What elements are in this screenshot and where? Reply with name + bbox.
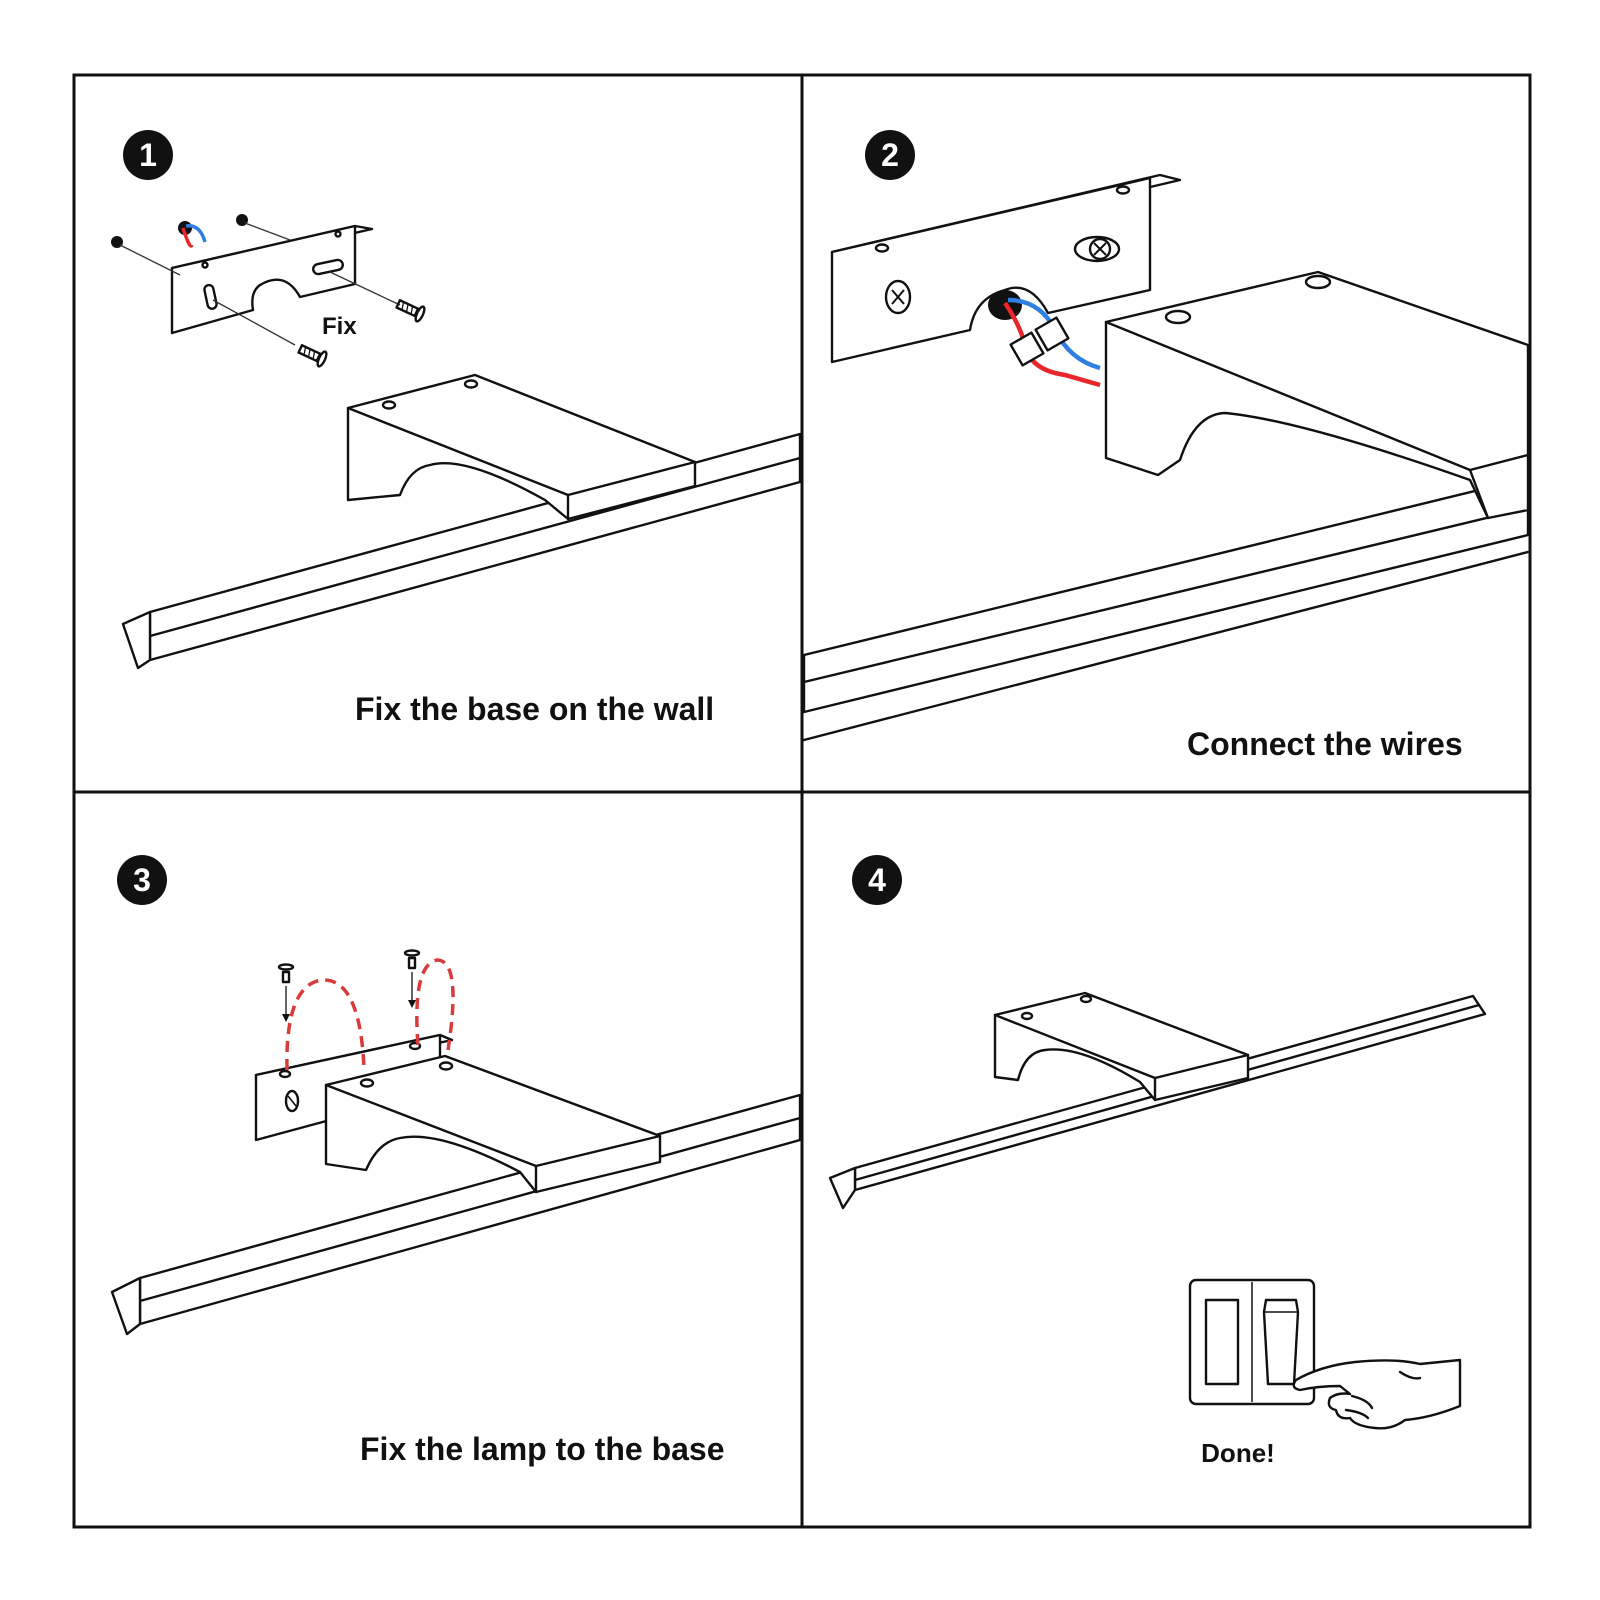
wall-bracket — [254, 1033, 454, 1142]
svg-text:4: 4 — [868, 862, 886, 898]
lamp-bar — [121, 432, 802, 670]
step-1-panel: 1 — [111, 130, 802, 727]
wire-connector — [1009, 331, 1045, 367]
wire-bundle — [178, 221, 207, 248]
wall-bracket — [170, 224, 374, 335]
lamp-bar — [802, 476, 1530, 742]
guide-dash-left — [285, 978, 366, 1071]
pointing-hand-icon — [1292, 1358, 1462, 1430]
svg-text:2: 2 — [881, 137, 899, 173]
screw-icon — [395, 299, 426, 323]
wall-plug-icon — [236, 214, 248, 226]
screw-head-icon — [1073, 235, 1121, 263]
svg-text:1: 1 — [139, 137, 157, 173]
guide-dash-right — [415, 958, 455, 1051]
screw-icon — [297, 344, 328, 368]
wire-bundle — [988, 290, 1101, 388]
lamp-housing — [1104, 270, 1530, 520]
step-3-caption: Fix the lamp to the base — [360, 1431, 725, 1467]
step-2-panel: 2 — [802, 130, 1530, 762]
wire-connector — [1034, 316, 1070, 352]
screw-head-icon — [284, 1089, 300, 1113]
lamp-housing — [324, 1054, 662, 1194]
screw-icon — [403, 949, 421, 1008]
screw-head-icon — [884, 279, 912, 315]
step-4-panel: 4 Done! — [828, 855, 1487, 1468]
step-3-panel: 3 — [110, 855, 802, 1467]
step-1-badge: 1 — [123, 130, 173, 180]
step-2-caption: Connect the wires — [1187, 726, 1463, 762]
step-2-badge: 2 — [865, 130, 915, 180]
wall-bracket — [830, 173, 1182, 364]
light-switch — [1188, 1278, 1316, 1406]
svg-text:3: 3 — [133, 862, 151, 898]
step-1-fix-label: Fix — [322, 313, 357, 340]
lamp-housing — [346, 373, 697, 521]
switch-rocker-left — [1204, 1298, 1240, 1386]
step-4-badge: 4 — [852, 855, 902, 905]
screw-icon — [277, 963, 295, 1022]
step-3-badge: 3 — [117, 855, 167, 905]
step-4-caption: Done! — [1201, 1438, 1275, 1468]
lamp-housing — [993, 991, 1250, 1102]
step-1-caption: Fix the base on the wall — [355, 691, 714, 727]
